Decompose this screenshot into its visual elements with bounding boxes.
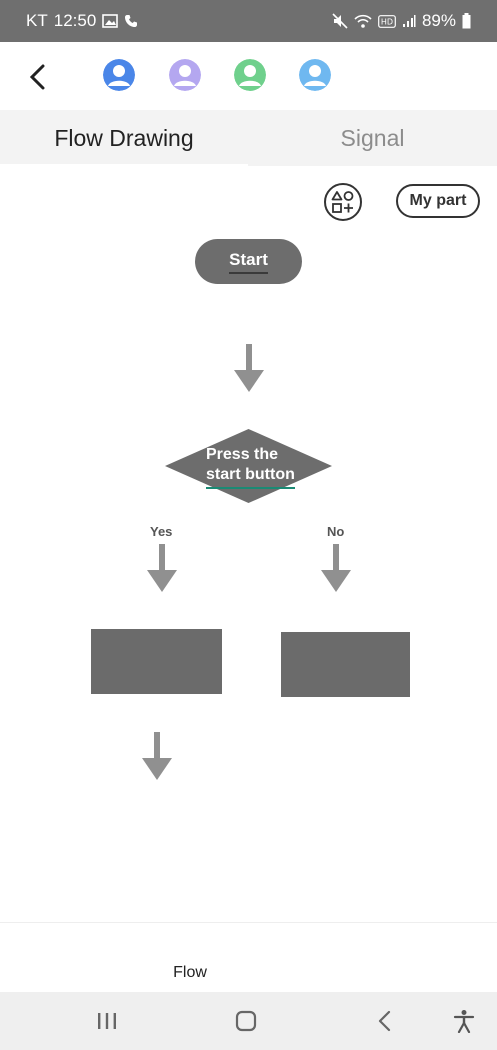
arrow-down-icon xyxy=(142,732,172,780)
tab-flow-drawing[interactable]: Flow Drawing xyxy=(0,110,248,166)
back-icon xyxy=(378,1010,391,1032)
home-icon xyxy=(235,1010,257,1032)
decision-node[interactable] xyxy=(165,429,332,503)
decision-label: Press the start button xyxy=(206,445,306,485)
avatar-3[interactable] xyxy=(234,59,266,91)
decision-label-line-2: start button xyxy=(206,466,295,483)
recent-apps-icon xyxy=(98,1013,116,1029)
yes-process-node[interactable] xyxy=(91,629,222,694)
accessibility-icon xyxy=(453,1010,475,1033)
battery-label: 89% xyxy=(421,11,456,30)
bottom-divider xyxy=(0,922,497,923)
start-node[interactable]: Start xyxy=(195,239,302,284)
start-label: Start xyxy=(229,250,268,274)
bottom-flow-label[interactable]: Flow xyxy=(173,964,207,981)
shapes-icon xyxy=(331,191,354,213)
user-icon xyxy=(299,59,331,91)
yes-label: Yes xyxy=(150,524,173,539)
status-left: KT 12:50 xyxy=(26,11,138,31)
hd-icon: HD xyxy=(378,14,396,28)
system-back-button[interactable] xyxy=(350,992,420,1050)
status-right: HD 89% xyxy=(332,11,471,31)
phone-icon xyxy=(124,14,138,28)
avatar-2[interactable] xyxy=(169,59,201,91)
navigation-bar xyxy=(0,992,497,1050)
svg-text:HD: HD xyxy=(381,17,393,26)
recent-apps-button[interactable] xyxy=(72,992,142,1050)
avatar-1[interactable] xyxy=(103,59,135,91)
time-label: 12:50 xyxy=(53,11,97,30)
tab-bar: Flow Drawing Signal xyxy=(0,110,497,166)
arrow-down-icon xyxy=(147,544,177,592)
no-process-node[interactable] xyxy=(281,632,410,697)
gallery-icon xyxy=(102,14,119,28)
user-icon xyxy=(234,59,266,91)
arrow-down-icon xyxy=(321,544,351,592)
arrow-down-icon xyxy=(234,344,264,392)
decision-label-line-1: Press the xyxy=(206,446,279,463)
active-tab-indicator xyxy=(0,164,248,166)
accessibility-button[interactable] xyxy=(429,992,497,1050)
battery-icon xyxy=(462,13,471,29)
avatar-4[interactable] xyxy=(299,59,331,91)
chevron-left-icon xyxy=(29,64,45,90)
status-bar: KT 12:50 HD 89% xyxy=(0,0,497,42)
no-label: No xyxy=(327,524,345,539)
header-bar xyxy=(0,42,497,110)
mute-icon xyxy=(332,13,348,29)
carrier-label: KT xyxy=(26,11,48,30)
user-icon xyxy=(103,59,135,91)
back-button[interactable] xyxy=(22,60,52,94)
user-icon xyxy=(169,59,201,91)
tab-signal[interactable]: Signal xyxy=(248,110,497,166)
signal-icon xyxy=(402,14,416,28)
my-part-button[interactable]: My part xyxy=(396,184,480,218)
decision-underline xyxy=(206,487,295,489)
shapes-button[interactable] xyxy=(324,183,362,221)
wifi-icon xyxy=(354,14,372,29)
home-button[interactable] xyxy=(211,992,281,1050)
